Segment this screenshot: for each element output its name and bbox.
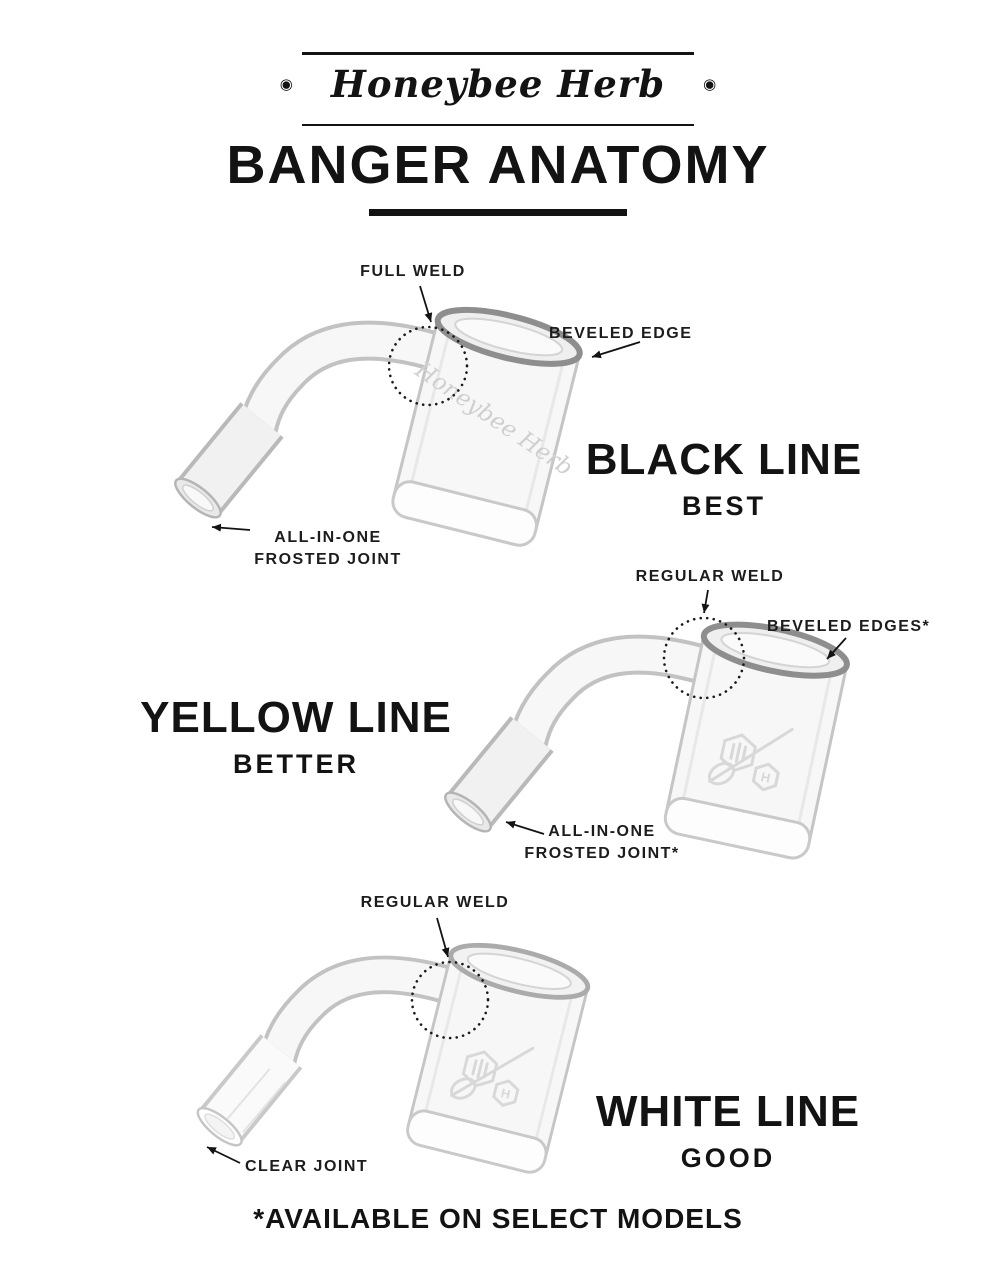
title-underline — [369, 209, 627, 216]
honeycomb-logo-icon: H — [707, 727, 794, 792]
logo-letter: H — [760, 769, 772, 786]
banger-image-white-line: H — [196, 942, 591, 1174]
label-beveled-edge: BEVELED EDGE — [549, 325, 693, 342]
ornament-icon: ◉ — [279, 76, 293, 93]
label-all-in-one-frosted-joint-1: ALL-IN-ONE FROSTED JOINT — [254, 529, 402, 568]
label-full-weld: FULL WELD — [360, 263, 466, 280]
line-title-white: WHITE LINE — [595, 1087, 861, 1136]
label-beveled-edges-2: BEVELED EDGES* — [767, 618, 931, 635]
product-line-yellow: YELLOW LINE BETTER — [140, 693, 452, 780]
brand-logo: ◉ Honeybee Herb ◉ — [280, 62, 716, 106]
footer-availability-note: *AVAILABLE ON SELECT MODELS — [253, 1203, 743, 1234]
header-bottom-rule — [302, 124, 694, 126]
product-line-white: WHITE LINE GOOD — [595, 1087, 861, 1174]
line-grade-good: GOOD — [680, 1143, 776, 1174]
logo-letter: H — [500, 1086, 512, 1102]
line-title-black: BLACK LINE — [585, 435, 863, 484]
label-all-in-one-frosted-joint-2: ALL-IN-ONE FROSTED JOINT* — [524, 823, 680, 862]
line-title-yellow: YELLOW LINE — [140, 693, 452, 742]
neck-tube — [258, 955, 449, 1064]
banger-image-black-line: Honeybee Herb — [174, 306, 583, 547]
frosted-joint — [174, 402, 284, 519]
header-top-rule — [302, 52, 694, 55]
page-title: BANGER ANATOMY — [226, 135, 770, 195]
clear-joint — [196, 1034, 303, 1147]
line-grade-better: BETTER — [233, 749, 359, 780]
label-clear-joint: CLEAR JOINT — [245, 1158, 369, 1175]
neck-tube — [508, 634, 706, 747]
banger-image-yellow-line: H — [444, 621, 850, 860]
bucket: Honeybee Herb — [391, 306, 583, 547]
line-grade-best: BEST — [681, 491, 766, 522]
frosted-joint — [444, 716, 554, 833]
ornament-icon: ◉ — [703, 76, 717, 93]
label-regular-weld-3: REGULAR WELD — [360, 894, 510, 911]
brand-name: Honeybee Herb — [330, 62, 666, 106]
product-line-black: BLACK LINE BEST — [585, 435, 863, 522]
honeycomb-logo-icon: H — [450, 1046, 535, 1107]
neck-tube — [238, 320, 436, 433]
label-regular-weld-2: REGULAR WELD — [635, 568, 785, 585]
